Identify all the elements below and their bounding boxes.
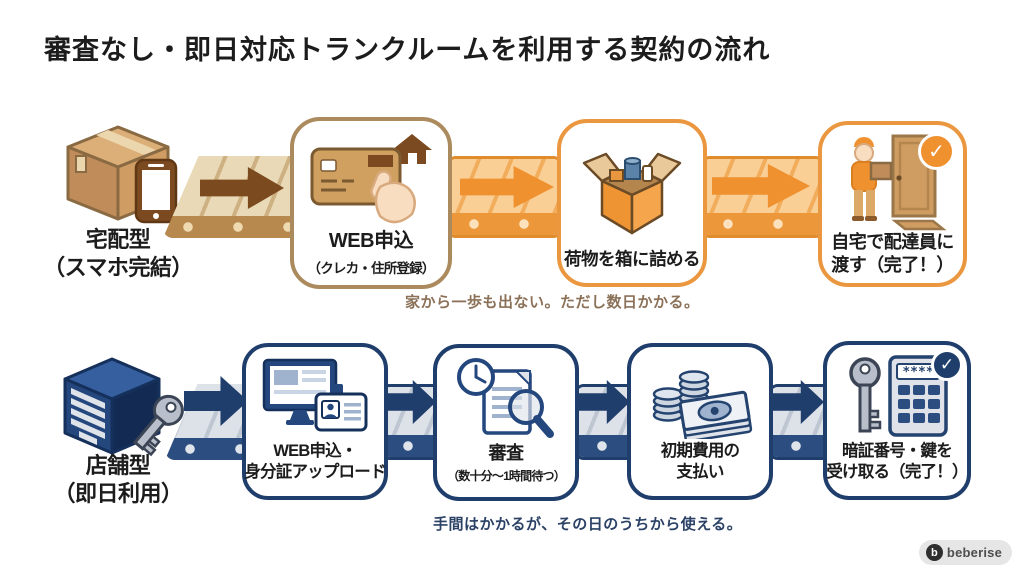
step-subtitle: （数十分〜1時間待つ） bbox=[447, 469, 566, 483]
step-card-web-apply: WEB申込 （クレカ・住所登録） bbox=[290, 117, 452, 289]
check-badge-icon: ✓ bbox=[931, 349, 963, 381]
clock-document-magnifier-icon bbox=[457, 357, 554, 438]
step-card-receive-key: ✓ **** 暗証番号・鍵を 受け取る（完了！） bbox=[823, 341, 971, 500]
storage-locker-key-icon bbox=[63, 357, 184, 457]
row1-caption: 家から一歩も出ない。ただし数日かかる。 bbox=[405, 294, 700, 311]
box-and-smartphone-icon bbox=[66, 125, 178, 224]
coins-banknotes-icon bbox=[652, 370, 753, 439]
monitor-id-card-icon bbox=[262, 358, 368, 432]
step-title: 自宅で配達員に bbox=[831, 232, 954, 252]
conveyor-belt-segment bbox=[446, 156, 563, 238]
row2-type-line2: （即日利用） bbox=[53, 480, 183, 506]
row1-type-line2: （スマホ完結） bbox=[43, 254, 193, 280]
conveyor-belt-segment bbox=[700, 156, 825, 238]
step-title: 暗証番号・鍵を bbox=[842, 442, 953, 460]
step-title-line2: 渡す（完了！） bbox=[831, 255, 954, 276]
page-title: 審査なし・即日対応トランクルームを利用する契約の流れ bbox=[44, 35, 771, 65]
step-title-line2: 支払い bbox=[676, 462, 724, 481]
step-title: WEB申込 bbox=[328, 230, 414, 252]
keypad-display: **** bbox=[902, 365, 933, 380]
row2-type-line1: 店舗型 bbox=[85, 453, 151, 478]
row1-type-label: 宅配型 （スマホ完結） bbox=[10, 226, 226, 282]
step-card-web-apply-id: WEB申込・ 身分証アップロード bbox=[242, 343, 388, 500]
step-title: 荷物を箱に詰める bbox=[564, 248, 701, 269]
row2-caption: 手間はかかるが、その日のうちから使える。 bbox=[433, 516, 743, 533]
step-card-screening: 審査 （数十分〜1時間待つ） bbox=[433, 344, 579, 501]
brand-logo: b beberise bbox=[918, 540, 1012, 565]
packed-open-box-icon bbox=[582, 153, 682, 235]
step-card-handover: ✓ 自宅で配達員に 渡す（完了！） bbox=[818, 121, 967, 287]
row1-type-line1: 宅配型 bbox=[85, 227, 151, 252]
step-title-line2: 身分証アップロード bbox=[244, 462, 386, 481]
step-title: 審査 bbox=[488, 442, 524, 463]
step-card-pack-box: 荷物を箱に詰める bbox=[557, 119, 707, 287]
step-card-payment: 初期費用の 支払い bbox=[627, 343, 773, 500]
key-icon bbox=[132, 394, 184, 457]
step-title: 初期費用の bbox=[660, 441, 740, 460]
step-title: WEB申込・ bbox=[273, 441, 357, 460]
key-keypad-icon: **** bbox=[849, 355, 948, 437]
row2-type-label: 店舗型 （即日利用） bbox=[10, 452, 226, 508]
credit-card-hand-house-icon bbox=[310, 134, 432, 224]
brand-b-icon: b bbox=[925, 544, 943, 561]
check-badge-icon: ✓ bbox=[918, 133, 955, 170]
step-title-line2: 受け取る（完了！） bbox=[826, 463, 968, 482]
step-subtitle: （クレカ・住所登録） bbox=[307, 260, 436, 276]
brand-name: beberise bbox=[946, 545, 1002, 560]
